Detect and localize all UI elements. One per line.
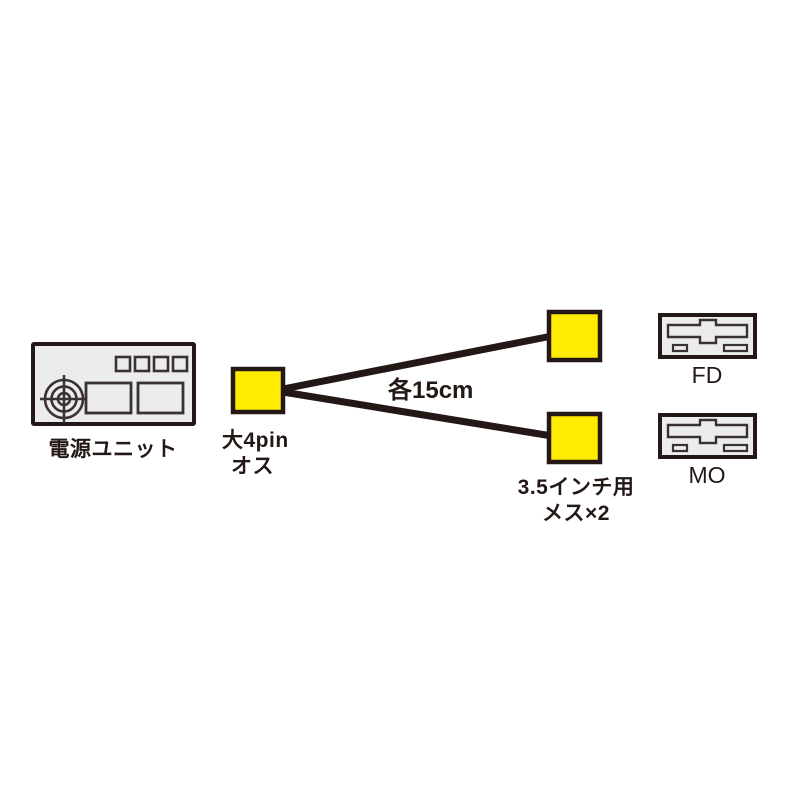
female-connector-label-line1: 3.5インチ用	[518, 476, 635, 499]
fd-slot-shape	[666, 318, 749, 345]
male-connector-label-line1: 大4pin	[222, 429, 289, 452]
mo-slot-shape	[666, 418, 749, 445]
cable-length-label: 各15cm	[387, 376, 473, 404]
fd-drive-label: FD	[692, 362, 723, 388]
floppy-drive-icon	[658, 313, 757, 359]
power-supply-unit: 電源ユニット	[31, 342, 196, 461]
psu-label: 電源ユニット	[49, 438, 178, 461]
fd-eject-indicator	[671, 343, 689, 353]
mo-eject-button	[722, 443, 749, 453]
drive-mo: MO	[658, 413, 757, 488]
drive-fd: FD	[658, 313, 757, 388]
female-connector-upper-body	[546, 309, 603, 363]
psu-small-ports	[114, 355, 189, 373]
male-connector-label-line2: オス	[231, 455, 274, 478]
mo-eject-indicator	[671, 443, 689, 453]
fan-crosshair-icon	[40, 375, 88, 423]
cable-group	[282, 332, 553, 440]
female-connector-upper	[546, 309, 603, 363]
fd-eject-button	[722, 343, 749, 353]
male-connector: 大4pin オス	[222, 366, 289, 478]
male-connector-body	[230, 366, 286, 415]
mo-drive-label: MO	[688, 462, 725, 488]
female-connector-label-line2: メス×2	[542, 502, 610, 525]
cable-lower-branch	[282, 388, 553, 440]
female-connector-lower-body	[546, 411, 603, 465]
mo-drive-icon	[658, 413, 757, 459]
female-connector-lower: 3.5インチ用 メス×2	[518, 411, 635, 525]
cable-upper-branch	[282, 332, 553, 393]
psu-large-ports	[84, 381, 185, 415]
